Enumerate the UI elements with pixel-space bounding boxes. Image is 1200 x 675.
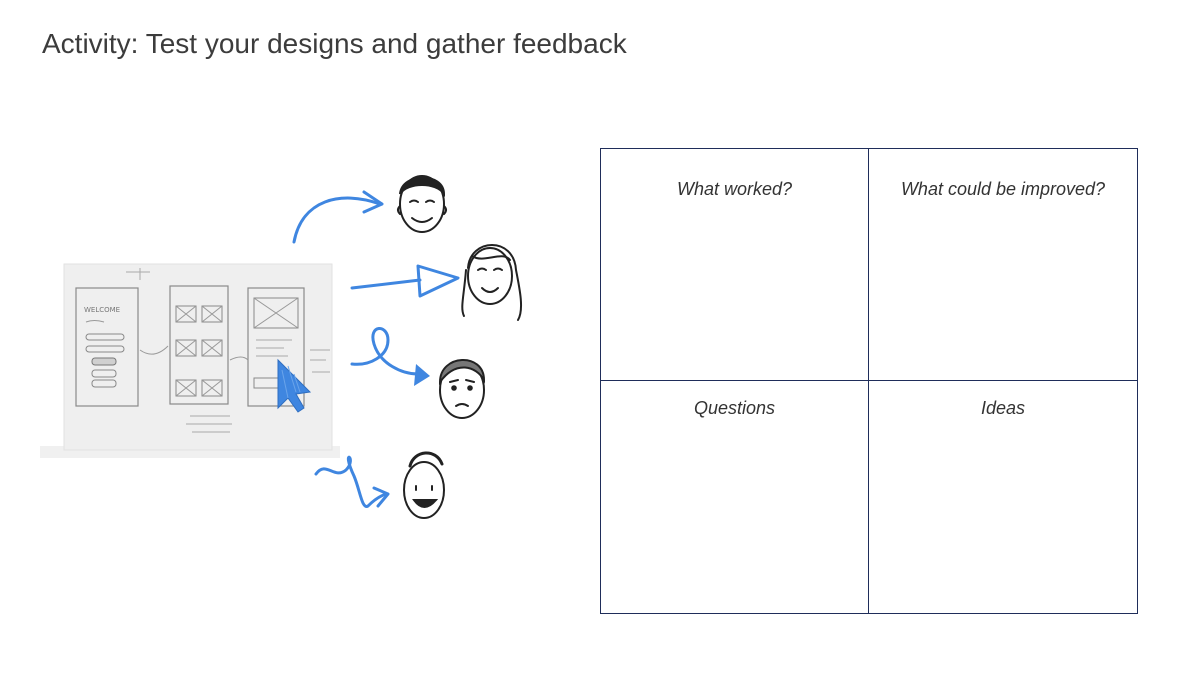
wireframe-sketch-image: WELCOME <box>40 263 340 458</box>
smiling-man-face-icon <box>397 175 447 233</box>
slide-title: Activity: Test your designs and gather f… <box>42 28 627 59</box>
loop-arrow-icon <box>350 327 420 376</box>
what-could-be-improved-cell[interactable]: What could be improved? <box>869 149 1137 381</box>
questions-cell[interactable]: Questions <box>601 381 869 613</box>
what-worked-cell[interactable]: What worked? <box>601 149 869 381</box>
straight-arrow-icon <box>350 264 460 298</box>
cursor-pointer-icon <box>277 358 312 413</box>
what-could-be-improved-label: What could be improved? <box>900 179 1106 199</box>
smiling-woman-face-icon <box>461 244 523 321</box>
worried-man-face-icon <box>438 359 486 419</box>
happy-man-face-icon <box>403 451 445 519</box>
svg-text:WELCOME: WELCOME <box>84 306 120 314</box>
squiggle-arrow-icon <box>314 455 390 508</box>
curved-arrow-icon <box>292 190 384 244</box>
user-testing-illustration: WELCOME <box>40 175 523 519</box>
loop-arrow-head <box>414 364 430 386</box>
what-worked-label: What worked? <box>676 179 793 199</box>
ideas-cell[interactable]: Ideas <box>869 381 1137 613</box>
feedback-grid: What worked? What could be improved? Que… <box>600 148 1138 614</box>
ideas-label: Ideas <box>980 398 1026 418</box>
questions-label: Questions <box>693 398 776 418</box>
